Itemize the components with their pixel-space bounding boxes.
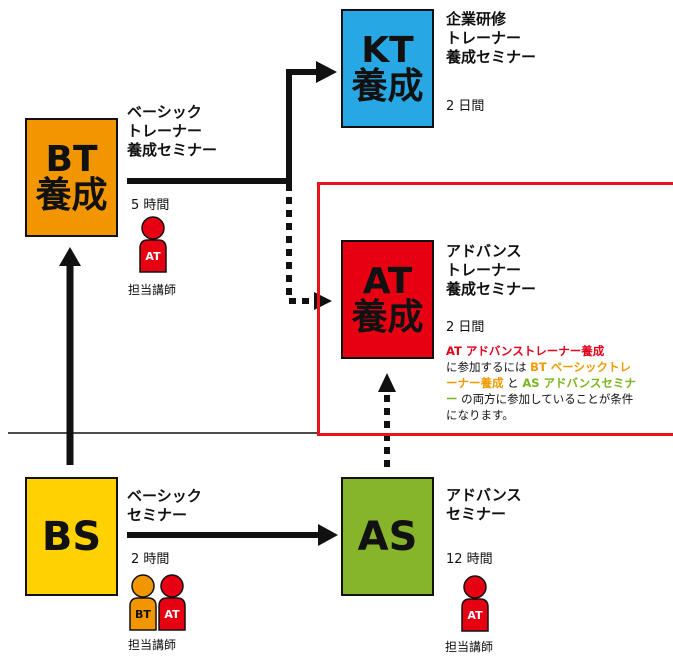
bs-instructor-bt-icon: BT — [129, 574, 157, 631]
bt-duration: 5 時間 — [131, 198, 170, 213]
at-duration: 2 日間 — [446, 320, 485, 335]
bt-box-line1: BT — [45, 138, 98, 180]
as-box-line1: AS — [357, 513, 418, 560]
bs-instructor-label-bt: BT — [135, 608, 151, 621]
bt-box: BT 養成 — [25, 118, 118, 237]
note-text-3: の両方に参加していることが条件になります。 — [446, 392, 634, 422]
note-as-advance: AS アドバンスセミナー — [446, 376, 636, 406]
as-box: AS — [341, 477, 434, 596]
at-requirement-note: AT アドバンストレーナー養成 に参加するには BT ベーシックトレーナー養成 … — [446, 343, 641, 423]
arrow-as-to-at-head — [378, 373, 396, 392]
at-highlight-frame — [317, 182, 673, 436]
at-title: アドバンス トレーナー 養成セミナー — [446, 242, 537, 298]
note-text-1: に参加するには — [446, 360, 527, 374]
as-duration: 12 時間 — [446, 552, 493, 567]
kt-title: 企業研修 トレーナー 養成セミナー — [446, 10, 537, 66]
arrow-bt-to-kt-head — [316, 61, 337, 83]
kt-box: KT 養成 — [341, 9, 434, 128]
bt-instructor-role: 担当講師 — [128, 283, 177, 297]
bs-instructor-role: 担当講師 — [128, 638, 177, 652]
bs-instructor-label-at: AT — [164, 608, 180, 621]
bt-instructor-at-icon: AT — [139, 216, 167, 273]
arrow-bs-to-as-head — [318, 524, 338, 546]
kt-box-line2: 養成 — [351, 65, 424, 107]
as-instructor-role: 担当講師 — [445, 640, 494, 654]
kt-box-line1: KT — [361, 29, 414, 71]
at-box-line2: 養成 — [351, 296, 424, 338]
as-instructor-at-icon: AT — [461, 575, 489, 632]
as-instructor-label-at: AT — [467, 609, 483, 622]
bs-box: BS — [25, 477, 118, 596]
arrow-bs-to-bt-head — [59, 247, 81, 266]
as-title: アドバンス セミナー — [446, 486, 522, 523]
arrow-bt-to-kt — [127, 69, 318, 184]
bs-title: ベーシック セミナー — [127, 487, 202, 524]
bt-box-line2: 養成 — [35, 174, 108, 216]
at-box: AT 養成 — [341, 240, 434, 359]
note-bt-basic: BT ベーシックトレーナー養成 — [446, 360, 632, 390]
at-box-line1: AT — [362, 260, 413, 302]
bs-duration: 2 時間 — [131, 552, 170, 567]
bs-box-line1: BS — [41, 513, 102, 560]
arrow-bt-to-at — [286, 184, 314, 304]
bt-instructor-label-at: AT — [145, 250, 161, 263]
bs-instructor-at-icon: AT — [158, 574, 186, 631]
bt-title: ベーシック トレーナー 養成セミナー — [127, 103, 218, 159]
note-at-advance: AT アドバンストレーナー養成 — [446, 344, 605, 358]
kt-duration: 2 日間 — [446, 99, 485, 114]
note-text-2: と — [507, 376, 519, 390]
